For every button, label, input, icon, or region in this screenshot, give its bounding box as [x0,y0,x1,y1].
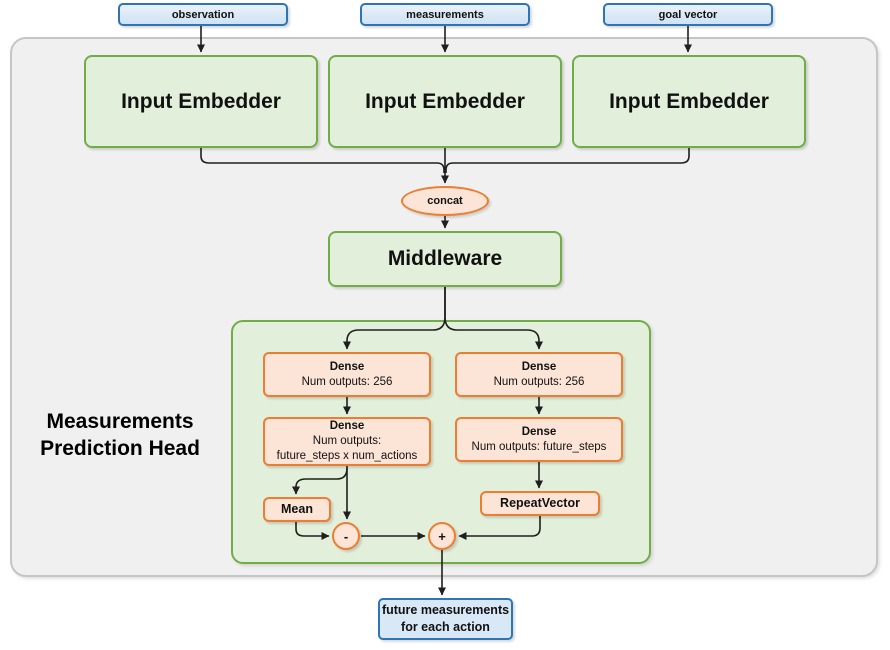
dense-left-1: Dense Num outputs: 256 [263,352,431,397]
dense-right-1-subtitle: Num outputs: 256 [493,375,585,388]
minus-label: - [343,528,349,544]
input-box-measurements-label: measurements [406,8,484,21]
mean-label: Mean [281,502,313,516]
output-label-line2: for each action [401,620,490,634]
middleware-label: Middleware [387,247,503,270]
dense-right-2-subtitle: Num outputs: future_steps [471,440,607,453]
concat-node: concat [401,186,489,216]
plus-node: + [428,522,456,550]
dense-left-2-title: Dense [329,420,365,432]
dense-right-1: Dense Num outputs: 256 [455,352,623,397]
head-label-line2: Prediction Head [40,437,200,460]
input-box-goal-vector: goal vector [603,3,773,26]
output-box: future measurements for each action [378,598,513,640]
dense-left-1-subtitle: Num outputs: 256 [301,375,393,388]
dense-left-2: Dense Num outputs: future_steps x num_ac… [263,417,431,466]
input-box-observation: observation [118,3,288,26]
concat-label: concat [427,195,463,207]
repeat-vector-box: RepeatVector [480,491,600,516]
input-embedder-2: Input Embedder [328,55,562,148]
minus-node: - [332,522,360,550]
measurements-prediction-head-label: Measurements Prediction Head [18,408,222,462]
middleware-box: Middleware [328,231,562,287]
plus-label: + [438,528,446,544]
repeat-vector-label: RepeatVector [500,496,580,510]
input-embedder-1: Input Embedder [84,55,318,148]
head-label-line1: Measurements [46,410,194,433]
dense-right-2-title: Dense [521,425,557,438]
dense-left-2-subtitle2: future_steps x num_actions [276,450,418,462]
input-box-goal-vector-label: goal vector [658,8,718,21]
input-embedder-1-label: Input Embedder [121,89,281,113]
input-embedder-3-label: Input Embedder [609,89,769,113]
dense-left-2-subtitle: Num outputs: [312,435,382,447]
input-embedder-2-label: Input Embedder [365,89,525,113]
dense-left-1-title: Dense [329,360,365,373]
dense-right-1-title: Dense [521,360,557,373]
input-embedder-3: Input Embedder [572,55,806,148]
output-label-line1: future measurements [381,603,510,617]
input-box-measurements: measurements [360,3,530,26]
dense-right-2: Dense Num outputs: future_steps [455,417,623,462]
input-box-observation-label: observation [171,8,235,21]
mean-box: Mean [263,497,331,522]
